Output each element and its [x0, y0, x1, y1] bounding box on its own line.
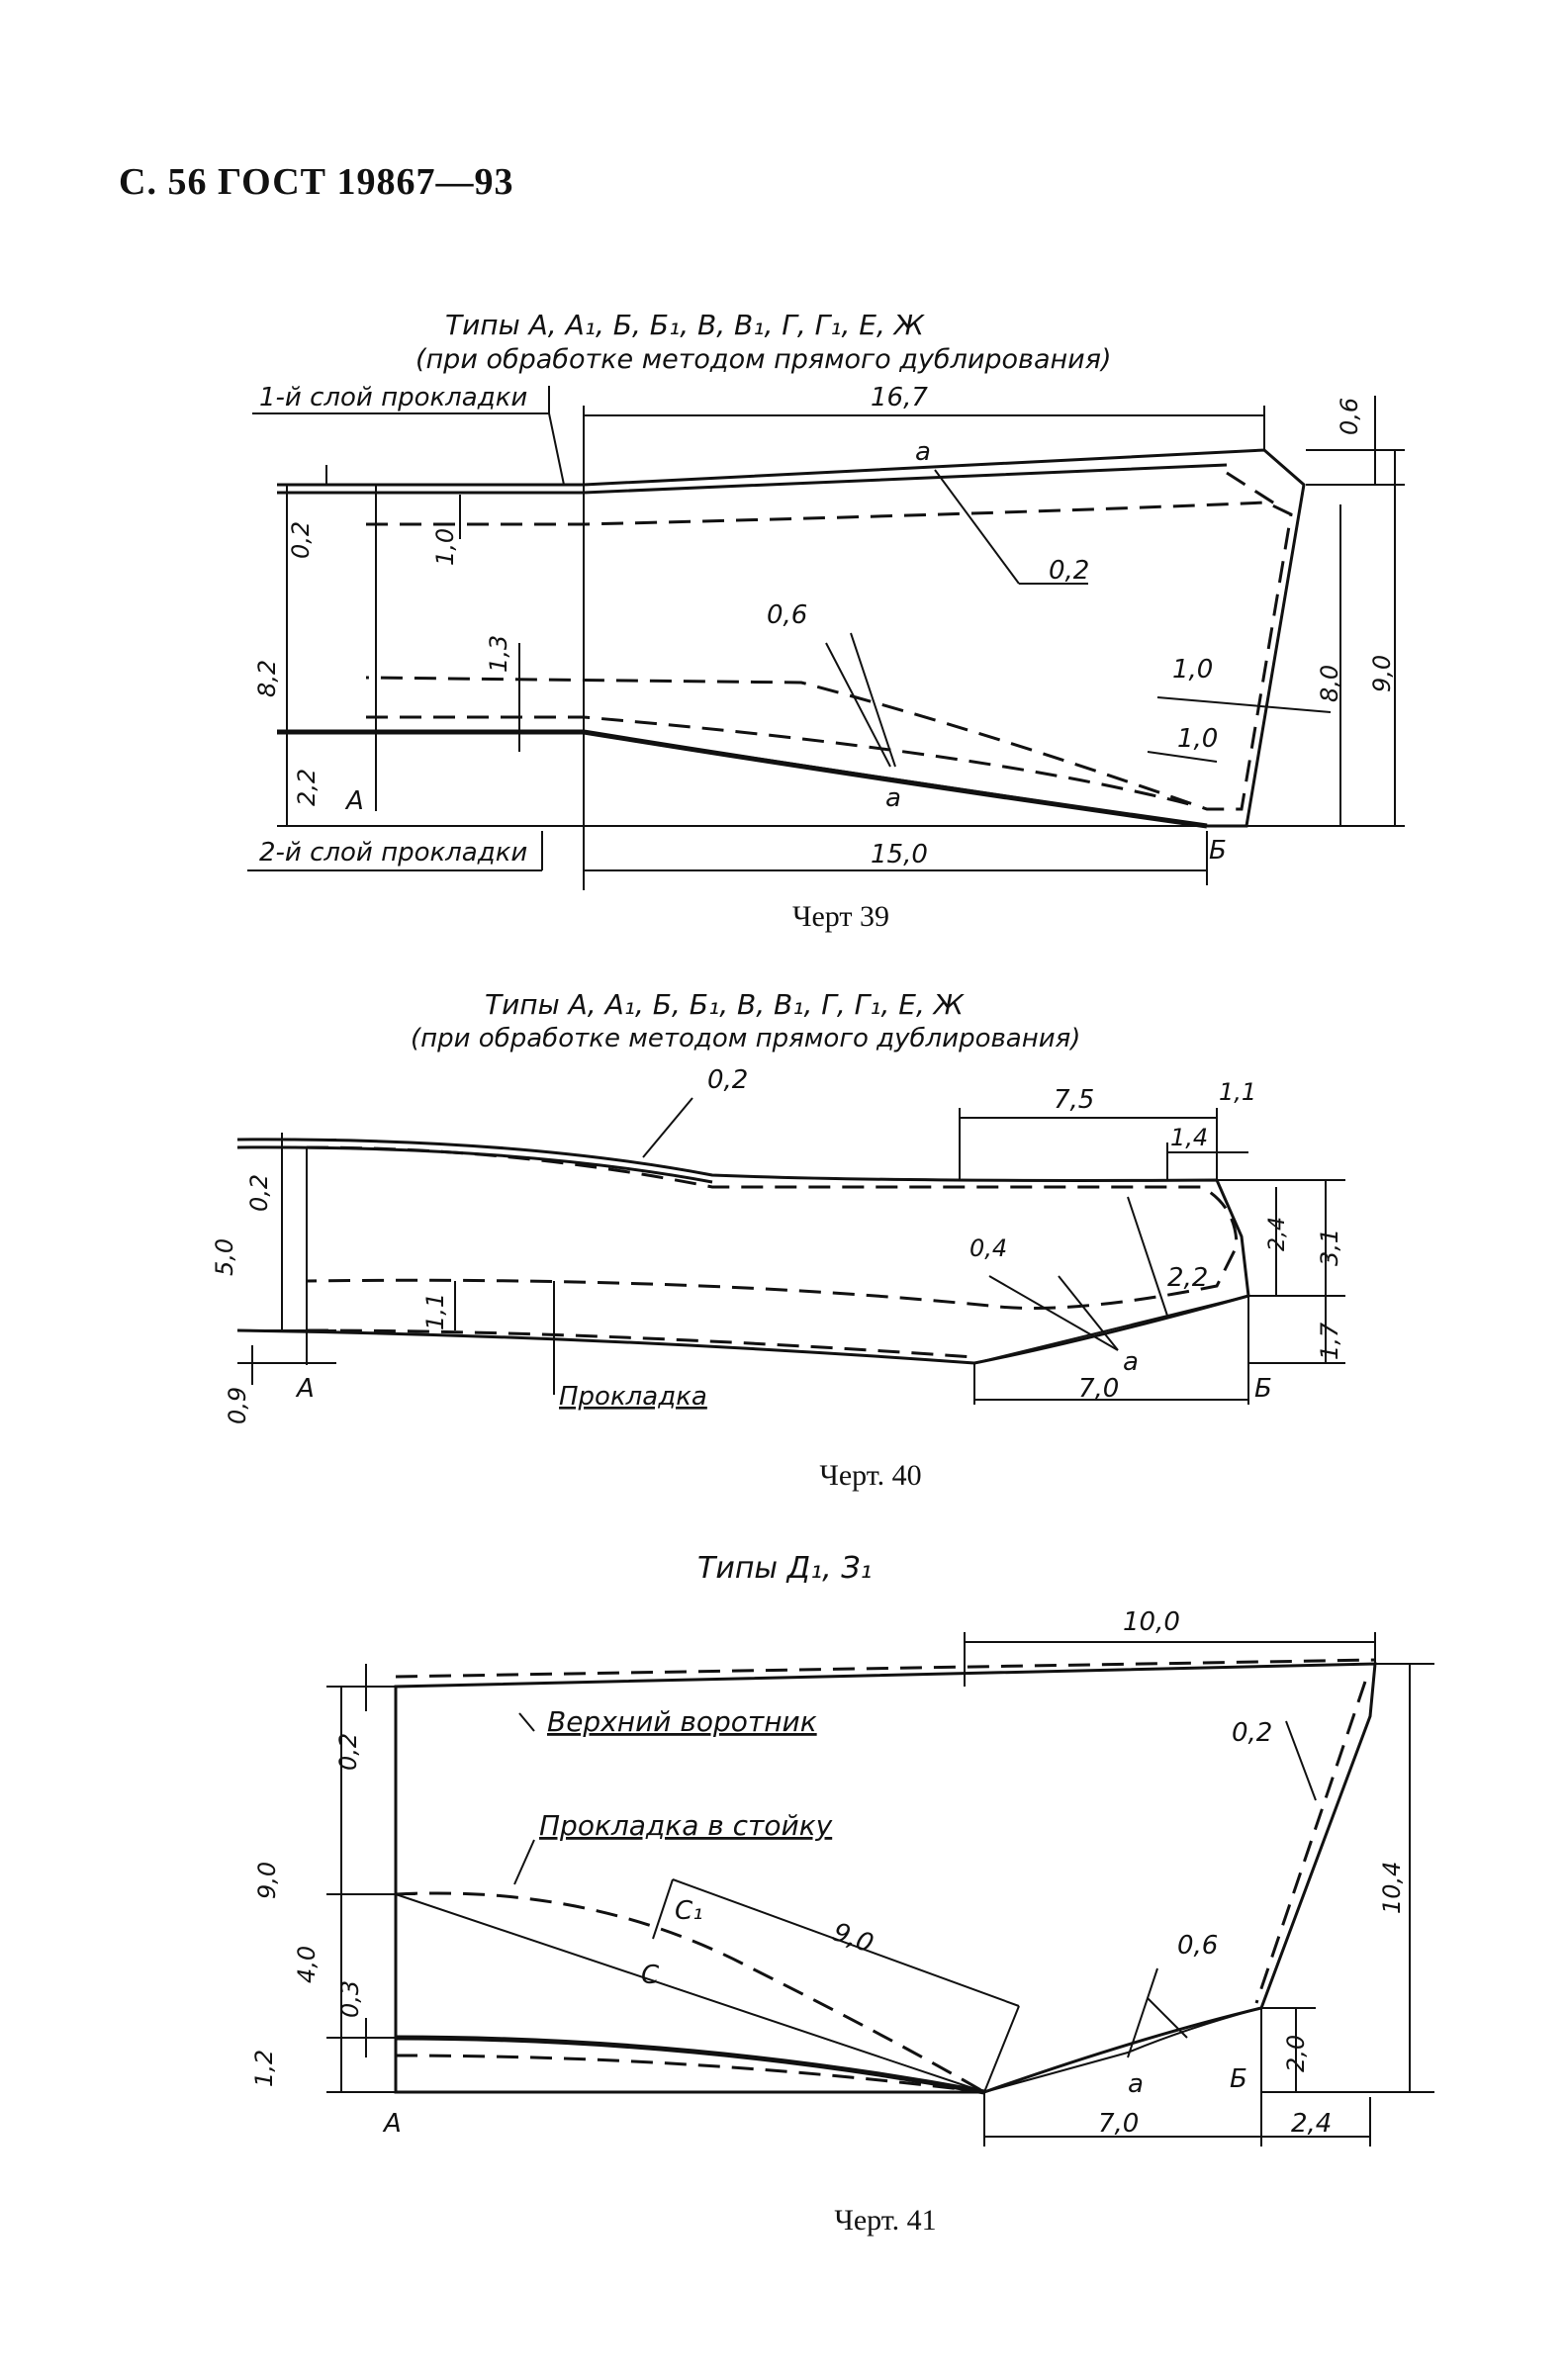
fig40-dim-09: 0,9	[224, 1387, 251, 1424]
fig39-dim-02-left: 0,2	[287, 521, 315, 559]
fig40-label-pad: Прокладка	[559, 1382, 707, 1412]
fig40-dim-04: 0,4	[969, 1234, 1007, 1262]
fig41-dim-90-diag: 9,0	[829, 1917, 877, 1959]
fig41-point-a: а	[1128, 2069, 1144, 2099]
fig41-dim-40: 4,0	[293, 1946, 321, 1983]
fig40-title-line1: Типы А, А₁, Б, Б₁, В, В₁, Г, Г₁, Е, Ж	[485, 988, 966, 1021]
fig40-dim-75: 7,5	[1054, 1085, 1094, 1115]
fig41-dim-20: 2,0	[1282, 2035, 1310, 2072]
fig39-title-line1: Типы А, А₁, Б, Б₁, В, В₁, Г, Г₁, Е, Ж	[445, 309, 926, 341]
fig39-dim-13: 1,3	[485, 635, 512, 673]
fig39-title-line2: (при обработке методом прямого дублирова…	[415, 344, 1111, 375]
fig41-point-C1: С₁	[675, 1896, 703, 1926]
fig40-point-A: А	[295, 1374, 315, 1404]
fig41-dim-12: 1,2	[250, 2050, 278, 2087]
fig39-dim-10-left: 1,0	[431, 528, 459, 566]
fig40-dim-24: 2,4	[1265, 1217, 1290, 1251]
fig40-dim-11-left: 1,1	[421, 1293, 449, 1330]
fig39-point-A: А	[344, 786, 364, 816]
fig40-title-line2: (при обработке методом прямого дублирова…	[411, 1024, 1080, 1053]
fig41-label-upper: Верхний воротник	[547, 1705, 817, 1738]
fig39-dim-06-top: 0,6	[1336, 398, 1363, 435]
fig40-point-a: а	[1123, 1347, 1139, 1377]
fig40-dim-22: 2,2	[1167, 1263, 1208, 1293]
fig39-dim-06-mid: 0,6	[767, 600, 807, 630]
fig41-title: Типы Д₁, З₁	[697, 1551, 872, 1586]
fig39-dim-90: 9,0	[1368, 655, 1396, 692]
fig39-label-layer2: 2-й слой прокладки	[259, 838, 527, 868]
fig41-label-pad: Прокладка в стойку	[539, 1809, 833, 1842]
fig39-dim-top: 16,7	[871, 383, 928, 412]
fig40-dim-70: 7,0	[1078, 1374, 1119, 1404]
fig41-dim-100: 10,0	[1123, 1607, 1180, 1637]
page-header: С. 56 ГОСТ 19867—93	[119, 161, 514, 203]
fig41-dim-90-left: 9,0	[253, 1862, 281, 1899]
fig40-caption: Черт. 40	[819, 1459, 922, 1492]
fig39-dim-80: 8,0	[1316, 665, 1343, 702]
fig39-dim-82: 8,2	[253, 660, 281, 697]
fig39-label-layer1: 1-й слой прокладки	[259, 383, 527, 412]
fig41-point-C: С	[641, 1961, 660, 1990]
fig40-dim-02-top: 0,2	[707, 1065, 748, 1095]
fig39-point-a-top: а	[915, 437, 931, 467]
fig39-dim-10-right: 1,0	[1172, 655, 1213, 685]
fig39-dim-22: 2,2	[293, 769, 321, 806]
fig40-dim-11-top: 1,1	[1219, 1078, 1256, 1106]
fig41-point-A: А	[382, 2109, 402, 2139]
fig41-dim-70: 7,0	[1098, 2109, 1139, 2139]
fig41-dim-104: 10,4	[1378, 1862, 1406, 1914]
fig39-caption: Черт 39	[791, 900, 890, 933]
fig39-point-a-bottom: а	[885, 783, 901, 813]
fig40-dim-17: 1,7	[1316, 1322, 1343, 1360]
fig40-dim-31: 3,1	[1316, 1229, 1343, 1266]
fig39-dim-bottom: 15,0	[871, 840, 928, 869]
fig41-dim-02-right: 0,2	[1232, 1718, 1272, 1748]
fig39-dim-02-mid: 0,2	[1049, 556, 1089, 586]
fig40-dim-14: 1,4	[1170, 1124, 1208, 1151]
fig39-dim-10-right2: 1,0	[1177, 724, 1218, 754]
fig41-point-B: Б	[1230, 2064, 1247, 2094]
fig41-dim-24: 2,4	[1291, 2109, 1332, 2139]
fig40-dim-50: 5,0	[211, 1238, 238, 1276]
fig40-dim-02-left: 0,2	[245, 1174, 273, 1212]
fig41-dim-02-left: 0,2	[334, 1733, 362, 1771]
fig40-point-B: Б	[1254, 1374, 1272, 1404]
fig39-point-B: Б	[1209, 836, 1227, 866]
fig41-caption: Черт. 41	[834, 2204, 937, 2237]
fig41-dim-03: 0,3	[336, 1980, 364, 2018]
fig41-dim-06: 0,6	[1177, 1931, 1218, 1961]
